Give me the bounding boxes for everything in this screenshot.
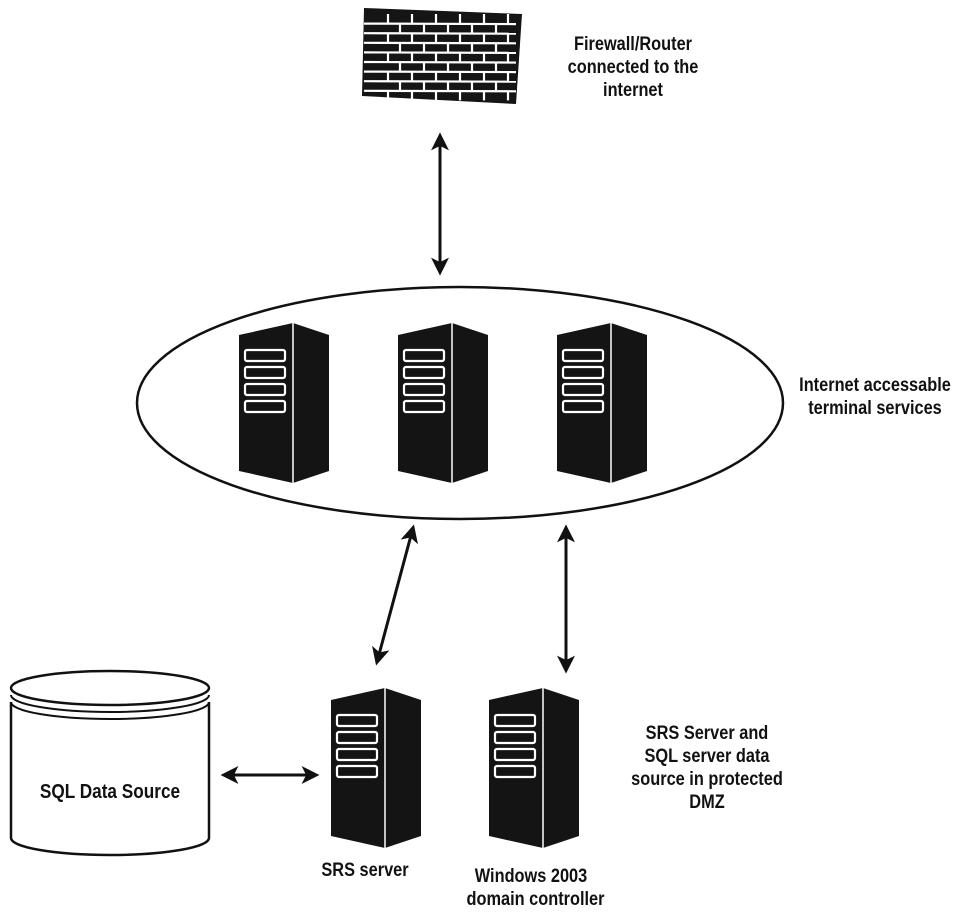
brick-wall-icon <box>362 8 522 104</box>
domain-controller-label-line-1: Windows 2003 <box>474 866 588 887</box>
drive-bay <box>243 348 287 363</box>
terminal-services-label-line-1: Internet accessable <box>799 375 951 396</box>
drive-bay <box>243 365 287 380</box>
drive-bay <box>243 399 287 414</box>
dmz-note-line-2: SQL server data <box>644 746 770 767</box>
firewall-label: Firewall/Router connected to the interne… <box>560 33 706 102</box>
domain-controller-tower-icon <box>489 688 579 848</box>
brick-mortar-line <box>363 41 517 45</box>
terminal-services-label-line-2: terminal services <box>808 398 942 419</box>
drive-bay <box>493 764 537 779</box>
brick-mortar-line <box>363 80 517 83</box>
arrow-terminal-services-srs-server <box>372 524 418 666</box>
drive-bay <box>561 348 605 363</box>
drive-bay <box>243 382 287 397</box>
drive-bay <box>402 348 446 363</box>
brick-mortar-line <box>363 22 517 26</box>
domain-controller-label-line-2: domain controller <box>466 889 605 910</box>
drive-bay <box>561 399 605 414</box>
firewall-label-line-1: Firewall/Router <box>573 34 693 55</box>
dmz-note-line-4: DMZ <box>689 792 725 813</box>
brick-mortar-line <box>363 70 517 74</box>
firewall-label-line-3: internet <box>603 80 663 101</box>
drive-bay <box>493 747 537 762</box>
drive-bay <box>402 382 446 397</box>
terminal-server-3-icon <box>557 323 647 483</box>
dmz-note-line-3: source in protected <box>631 769 783 790</box>
brick-mortar-line <box>363 51 517 54</box>
terminal-server-1-icon <box>239 323 329 483</box>
dmz-note-line-1: SRS Server and <box>645 723 769 744</box>
domain-controller-label: Windows 2003 domain controller <box>466 865 605 911</box>
drive-bay <box>335 713 379 728</box>
drive-bay <box>561 382 605 397</box>
sql-data-source-label: SQL Data Source <box>39 781 181 803</box>
terminal-server-2-icon <box>398 323 488 483</box>
drive-bay <box>493 713 537 728</box>
drive-bay <box>561 365 605 380</box>
drive-bay <box>335 764 379 779</box>
brick-mortar-line <box>363 89 517 93</box>
drive-bay <box>335 730 379 745</box>
srs-server-label: SRS server <box>321 860 409 881</box>
brick-mortar-line <box>363 60 517 64</box>
database-cylinder-icon <box>9 669 211 857</box>
terminal-services-label: Internet accessable terminal services <box>793 374 956 420</box>
dmz-note-label: SRS Server and SQL server data source in… <box>625 722 788 814</box>
drive-bay <box>402 365 446 380</box>
drive-bay <box>335 747 379 762</box>
drive-bay <box>493 730 537 745</box>
brick-mortar-line <box>363 32 517 35</box>
srs-server-tower-icon <box>331 688 421 848</box>
drive-bay <box>402 399 446 414</box>
firewall-label-line-2: connected to the <box>567 57 699 78</box>
